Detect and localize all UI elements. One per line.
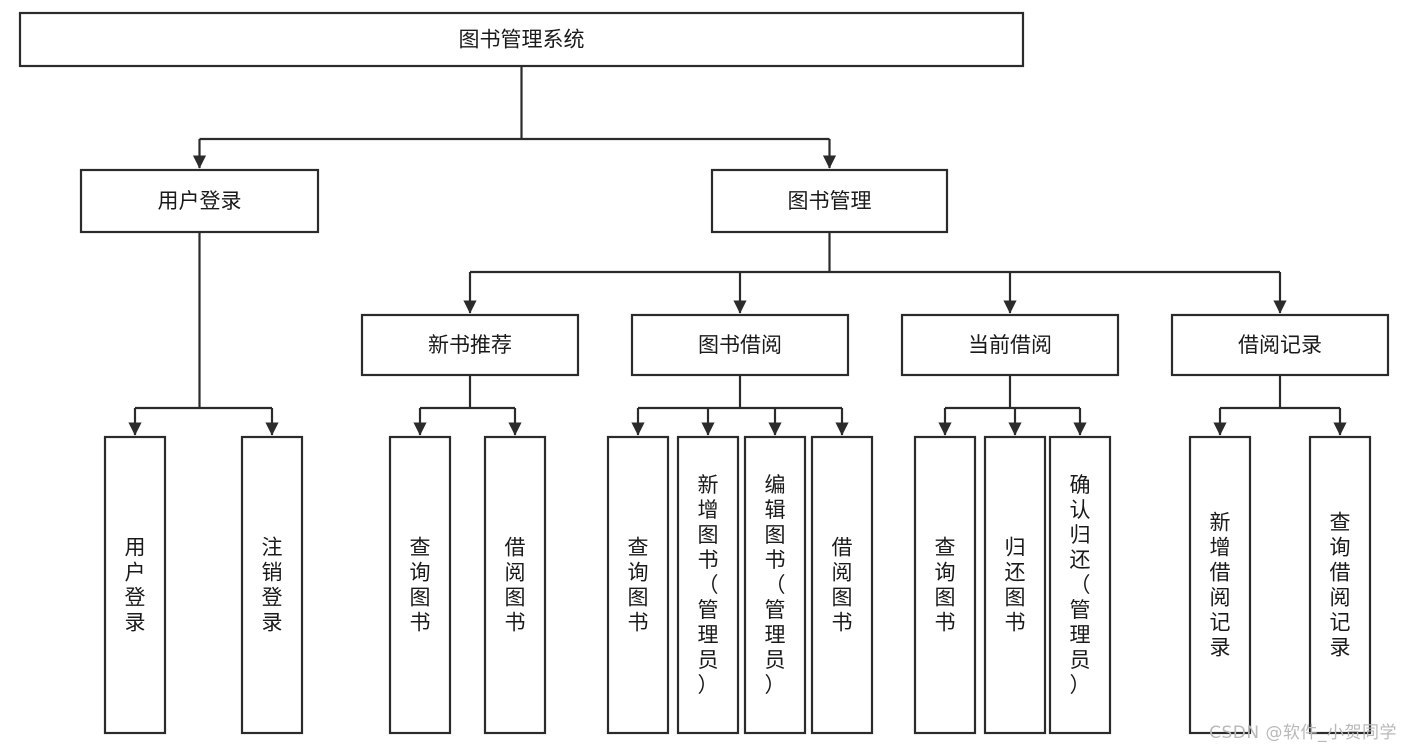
node-box-book-manage (710, 168, 949, 234)
node-borrow-record[interactable]: 借阅记录 (1170, 313, 1390, 377)
node-add-borrow-record[interactable]: 新增借阅记录 (1188, 435, 1252, 735)
node-box-current-borrow (900, 313, 1120, 377)
node-box-borrow-book-1 (483, 435, 547, 735)
csdn-watermark: CSDN @软件_小贺同学 (1209, 723, 1397, 743)
nodes-layer: 图书管理系统用户登录图书管理用户登录注销登录新书推荐查询图书借阅图书图书借阅查询… (18, 11, 1390, 735)
node-label-user-login-leaf: 用户登录 (125, 536, 146, 635)
node-label-root: 图书管理系统 (459, 28, 585, 52)
node-label-query-book-3: 查询图书 (935, 536, 956, 635)
node-label-query-book-2: 查询图书 (628, 536, 649, 635)
node-box-borrow-book-2 (810, 435, 874, 735)
node-box-query-borrow-record (1308, 435, 1372, 735)
node-label-query-book-1: 查询图书 (410, 536, 431, 635)
node-book-manage[interactable]: 图书管理 (710, 168, 949, 234)
node-label-logout-leaf: 注销登录 (262, 536, 283, 635)
node-label-confirm-return-admin: 确认归还（管理员） (1070, 473, 1091, 697)
node-label-query-borrow-record: 查询借阅记录 (1330, 511, 1351, 660)
node-confirm-return-admin[interactable]: 确认归还（管理员） (1048, 435, 1112, 735)
node-box-query-book-1 (388, 435, 452, 735)
node-box-query-book-3 (913, 435, 977, 735)
node-borrow-book-1[interactable]: 借阅图书 (483, 435, 547, 735)
node-label-add-borrow-record: 新增借阅记录 (1210, 511, 1231, 660)
node-box-edit-book-admin (743, 435, 807, 735)
node-user-login-leaf[interactable]: 用户登录 (103, 435, 167, 735)
node-box-logout-leaf (240, 435, 304, 735)
node-current-borrow[interactable]: 当前借阅 (900, 313, 1120, 377)
node-box-add-book-admin (676, 435, 740, 735)
node-label-user-login: 用户登录 (158, 189, 242, 213)
node-root[interactable]: 图书管理系统 (18, 11, 1025, 68)
node-box-user-login (79, 168, 320, 234)
node-box-add-borrow-record (1188, 435, 1252, 735)
node-box-user-login-leaf (103, 435, 167, 735)
node-query-book-3[interactable]: 查询图书 (913, 435, 977, 735)
node-box-borrow-record (1170, 313, 1390, 377)
node-box-root (18, 11, 1025, 68)
edges-layer (128, 66, 1347, 436)
node-box-query-book-2 (606, 435, 670, 735)
node-add-book-admin[interactable]: 新增图书（管理员） (676, 435, 740, 735)
node-label-new-book-recommend: 新书推荐 (428, 333, 512, 357)
node-label-edit-book-admin: 编辑图书（管理员） (765, 473, 786, 697)
node-box-return-book (983, 435, 1047, 735)
node-label-return-book: 归还图书 (1005, 536, 1026, 635)
node-return-book[interactable]: 归还图书 (983, 435, 1047, 735)
node-label-book-manage: 图书管理 (788, 189, 872, 213)
node-edit-book-admin[interactable]: 编辑图书（管理员） (743, 435, 807, 735)
node-label-borrow-book-1: 借阅图书 (505, 536, 526, 635)
node-query-book-1[interactable]: 查询图书 (388, 435, 452, 735)
node-user-login[interactable]: 用户登录 (79, 168, 320, 234)
node-label-borrow-book-2: 借阅图书 (832, 536, 853, 635)
node-label-book-borrow: 图书借阅 (698, 333, 782, 357)
node-label-current-borrow: 当前借阅 (968, 333, 1052, 357)
node-book-borrow[interactable]: 图书借阅 (630, 313, 850, 377)
node-query-book-2[interactable]: 查询图书 (606, 435, 670, 735)
node-query-borrow-record[interactable]: 查询借阅记录 (1308, 435, 1372, 735)
node-label-add-book-admin: 新增图书（管理员） (698, 473, 719, 697)
node-label-borrow-record: 借阅记录 (1238, 333, 1322, 357)
node-borrow-book-2[interactable]: 借阅图书 (810, 435, 874, 735)
node-logout-leaf[interactable]: 注销登录 (240, 435, 304, 735)
node-box-book-borrow (630, 313, 850, 377)
node-box-confirm-return-admin (1048, 435, 1112, 735)
node-new-book-recommend[interactable]: 新书推荐 (360, 313, 580, 377)
node-box-new-book-recommend (360, 313, 580, 377)
